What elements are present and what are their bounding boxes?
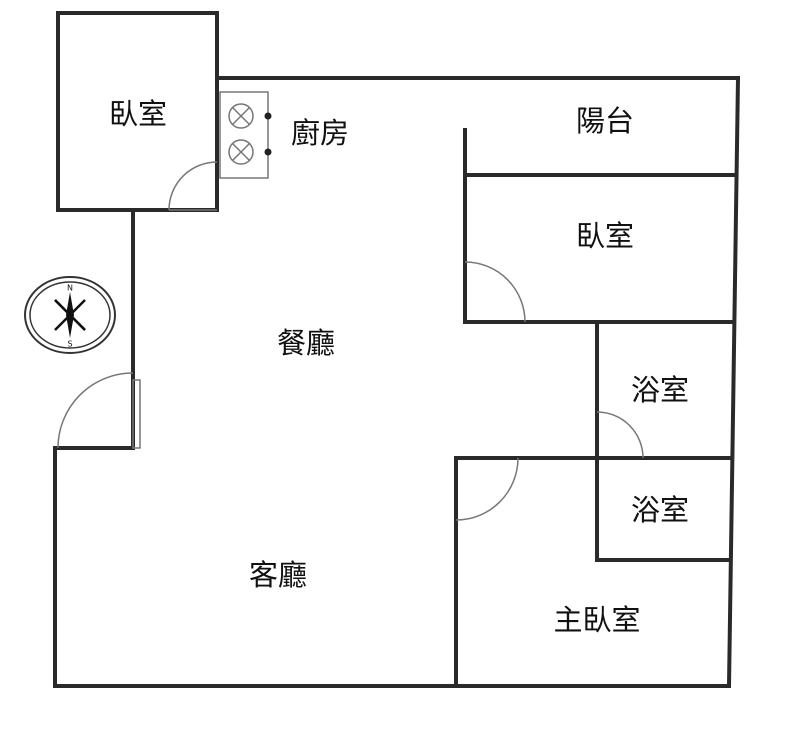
entry-door (57, 372, 134, 449)
room-label-balcony: 陽台 (576, 104, 634, 138)
compass-icon: N S (24, 276, 116, 354)
room-label-bathroom-2: 浴室 (631, 493, 689, 527)
burner-icon (228, 139, 254, 165)
master-bedroom-door (455, 457, 519, 521)
bedroom-right-door (464, 261, 526, 323)
room-label-bathroom-1: 浴室 (631, 373, 689, 407)
room-label-dining: 餐廳 (277, 326, 335, 360)
compass-north-label: N (67, 284, 73, 293)
bathroom-1-door (596, 411, 644, 459)
compass-south-label: S (67, 340, 72, 349)
doors (57, 161, 644, 521)
room-label-bedroom-top-left: 臥室 (109, 97, 167, 131)
walls (53, 11, 741, 689)
room-label-kitchen: 廚房 (291, 116, 349, 150)
room-label-master-bedroom: 主臥室 (553, 603, 640, 637)
room-label-living: 客廳 (249, 558, 307, 592)
right-wall (726, 75, 741, 689)
room-label-bedroom-right: 臥室 (576, 219, 634, 253)
bedroom-top-left-door (168, 161, 218, 211)
bedroom-top-left-walls (56, 11, 219, 212)
entry-door-panel (132, 379, 141, 449)
stove (219, 91, 272, 179)
burner-icon (228, 103, 254, 129)
room-labels: 臥室 廚房 陽台 臥室 餐廳 浴室 浴室 客廳 主臥室 (109, 97, 689, 637)
